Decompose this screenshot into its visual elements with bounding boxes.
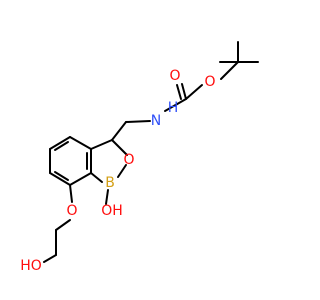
bond-oxygen-carbonyl-carbon — [185, 84, 203, 100]
atom-b-ring: B — [105, 175, 115, 191]
bond-methylene-ring-carbon — [111, 121, 127, 141]
atom-h-amide: H — [168, 100, 179, 116]
bond-benzene-6 — [69, 136, 92, 150]
atom-o-ring: O — [123, 152, 134, 168]
bond-carbonyl-carbon-nitrogen — [164, 98, 187, 112]
atom-o-carbonyl: O — [169, 68, 180, 84]
bond-benzene-2 — [69, 172, 92, 186]
atom-o-ether: O — [66, 203, 77, 219]
bond-benzene-5 — [49, 136, 71, 150]
bond-boron-hydroxy — [105, 189, 109, 205]
bond-benzene-5-inner — [54, 141, 69, 151]
atom-ho-terminal: HO — [20, 258, 42, 274]
bonds — [43, 41, 259, 263]
bond-ring-carbon-ring-oxygen — [111, 139, 128, 156]
bond-ring-carbon-aromatic — [90, 139, 113, 150]
bond-carbonyl-double-a — [181, 83, 187, 100]
atom-oh-boron: OH — [101, 203, 123, 219]
bond-nitrogen-methylene — [125, 120, 151, 123]
bond-ether-oxygen-carbon — [55, 219, 71, 231]
bond-boron-aromatic — [90, 172, 103, 183]
atom-labels: O O N H O B OH O HO — [20, 68, 215, 274]
molecule-structure: O O N H O B OH O HO — [20, 41, 259, 274]
bond-benzene-3 — [49, 172, 71, 186]
atom-o-ester: O — [204, 74, 215, 90]
bond-tbu-oxygen — [220, 61, 239, 80]
bond-ring-oxygen-boron — [117, 164, 127, 178]
atom-n-amide: N — [151, 113, 161, 129]
bond-aromatic-ether-oxygen — [69, 184, 73, 203]
bond-benzene-3-inner — [54, 171, 69, 181]
bond-carbonyl-double-b — [176, 84, 182, 100]
bond-carbon-terminal-oxygen — [43, 254, 57, 263]
